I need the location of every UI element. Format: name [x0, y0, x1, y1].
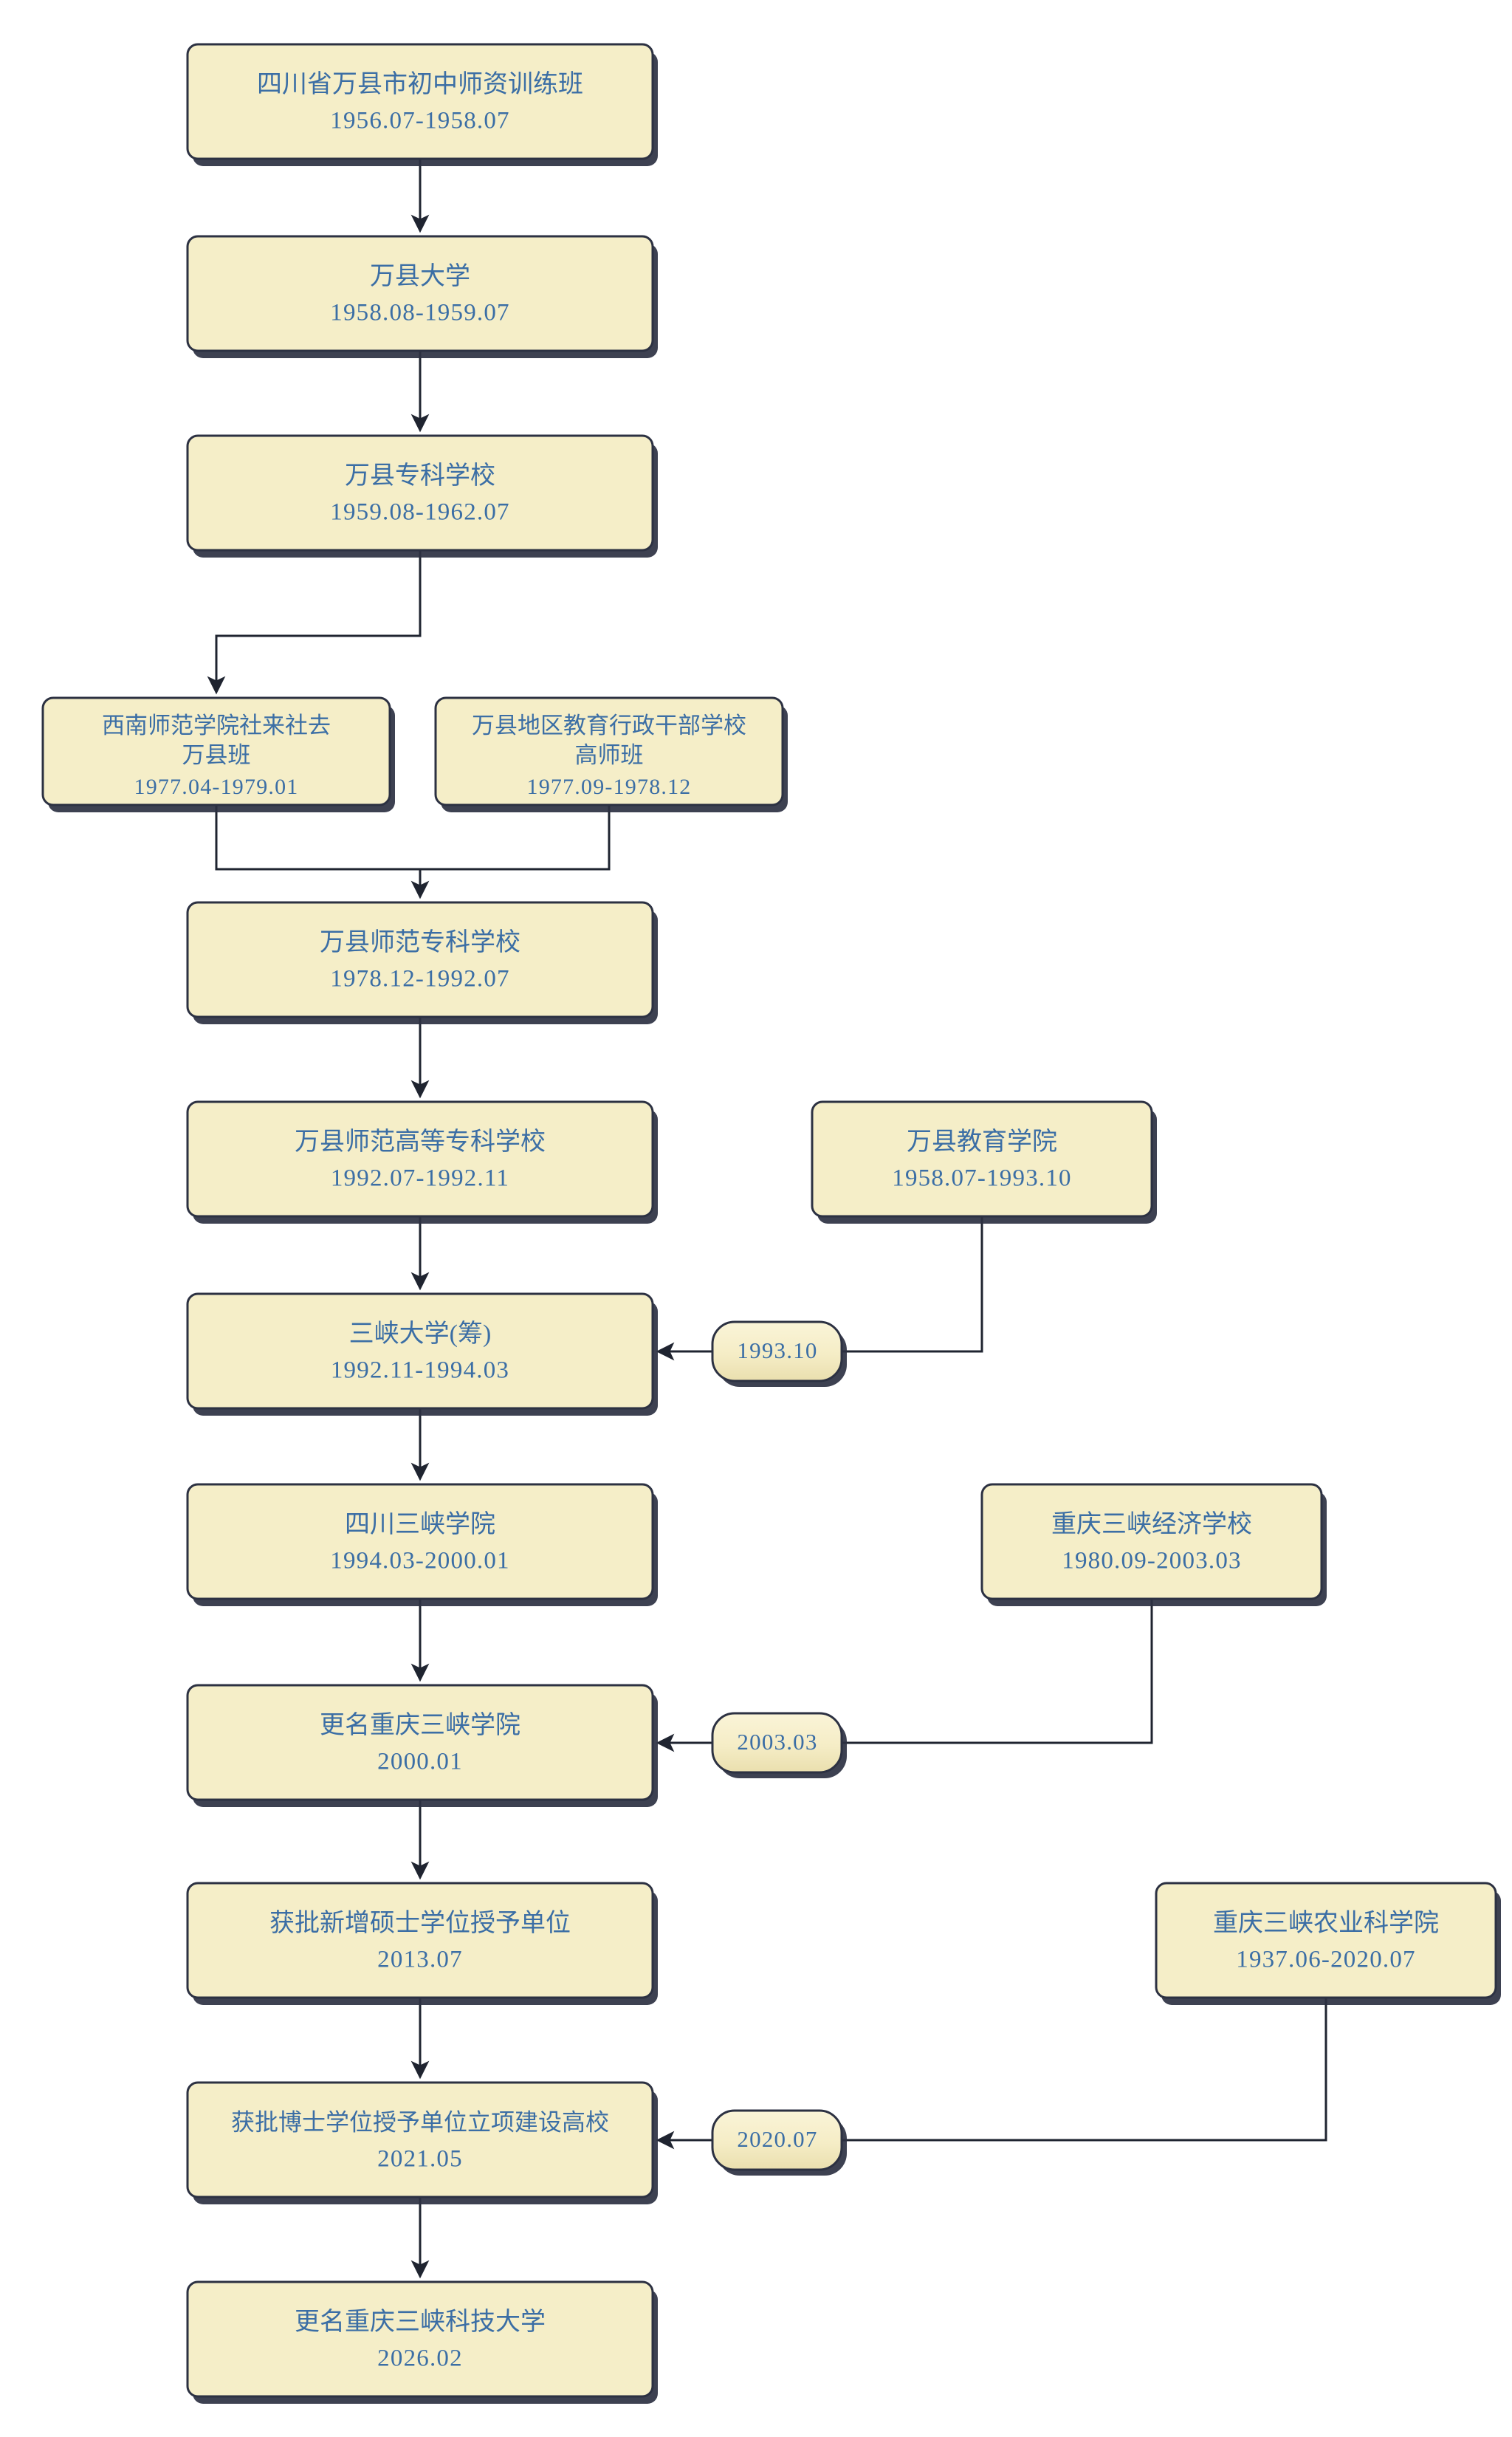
- node-three-gorges-university-preparatory[interactable]: 三峡大学(筹) 1992.11-1994.03: [186, 1292, 658, 1416]
- node-title: 四川省万县市初中师资训练班: [257, 70, 583, 98]
- node-date: 1958.07-1993.10: [892, 1165, 1072, 1192]
- node-wanxian-normal-higher-specialized-college[interactable]: 万县师范高等专科学校 1992.07-1992.11: [186, 1100, 658, 1224]
- node-wanxian-education-admin-cadre-school[interactable]: 万县地区教育行政干部学校 高师班 1977.09-1978.12: [434, 696, 788, 812]
- node-date: 1959.08-1962.07: [330, 499, 510, 526]
- node-approved-doctoral-degree-construction-university[interactable]: 获批博士学位授予单位立项建设高校 2021.05: [186, 2081, 658, 2204]
- node-southwest-normal-college-wanxian-class[interactable]: 西南师范学院社来社去 万县班 1977.04-1979.01: [41, 696, 395, 812]
- node-renamed-chongqing-three-gorges-college[interactable]: 更名重庆三峡学院 2000.01: [186, 1684, 658, 1807]
- node-title: 万县地区教育行政干部学校: [472, 713, 746, 738]
- node-title: 万县师范专科学校: [320, 928, 520, 956]
- node-date: 2021.05: [377, 2146, 463, 2173]
- node-date: 2013.07: [377, 1947, 463, 1973]
- node-date: 2026.02: [377, 2345, 463, 2372]
- node-chongqing-three-gorges-economic-school[interactable]: 重庆三峡经济学校 1980.09-2003.03: [980, 1483, 1327, 1606]
- node-sichuan-wanxian-junior-teacher-training[interactable]: 四川省万县市初中师资训练班 1956.07-1958.07: [186, 43, 658, 166]
- node-title: 四川三峡学院: [345, 1510, 495, 1538]
- node-title: 获批博士学位授予单位立项建设高校: [231, 2108, 609, 2135]
- edge-label-2003-03[interactable]: 2003.03: [711, 1712, 847, 1778]
- edge-n8-label-1993: [842, 1216, 983, 1353]
- node-date: 1977.04-1979.01: [134, 775, 299, 799]
- node-date: 1978.12-1992.07: [330, 966, 510, 993]
- nodes-layer: 四川省万县市初中师资训练班 1956.07-1958.07 万县大学 1958.…: [41, 43, 1501, 2404]
- node-date: 1956.07-1958.07: [330, 108, 510, 134]
- node-title: 获批新增硕士学位授予单位: [269, 1909, 571, 1937]
- node-date: 1992.11-1994.03: [331, 1357, 509, 1384]
- node-title-line2: 万县班: [182, 742, 251, 768]
- edge-n4-n6: [215, 805, 420, 871]
- node-date: 1994.03-2000.01: [330, 1548, 510, 1574]
- edge-n5-n6: [420, 805, 611, 871]
- node-title: 更名重庆三峡学院: [320, 1711, 520, 1739]
- node-wanxian-normal-specialized-college[interactable]: 万县师范专科学校 1978.12-1992.07: [186, 901, 658, 1024]
- node-title: 重庆三峡经济学校: [1051, 1510, 1252, 1538]
- node-date: 1977.09-1978.12: [527, 775, 692, 799]
- node-title: 三峡大学(筹): [349, 1320, 492, 1348]
- node-title: 万县专科学校: [345, 462, 495, 490]
- node-sichuan-three-gorges-college[interactable]: 四川三峡学院 1994.03-2000.01: [186, 1483, 658, 1606]
- node-title: 西南师范学院社来社去: [102, 713, 331, 738]
- edge-n11-label-2003: [842, 1599, 1153, 1744]
- node-title: 万县大学: [370, 262, 470, 290]
- node-title: 重庆三峡农业科学院: [1213, 1909, 1439, 1937]
- node-title: 更名重庆三峡科技大学: [295, 2308, 546, 2336]
- edge-label-text: 2003.03: [737, 1729, 817, 1755]
- edge-n3-n4: [207, 550, 422, 695]
- edge-labels-layer: 1993.10 2003.03 2020.07: [711, 1320, 847, 2176]
- node-renamed-chongqing-three-gorges-science-tech-university[interactable]: 更名重庆三峡科技大学 2026.02: [186, 2280, 658, 2404]
- node-date: 1937.06-2020.07: [1236, 1947, 1416, 1973]
- edge-label-text: 1993.10: [737, 1337, 817, 1363]
- node-title: 万县教育学院: [907, 1128, 1057, 1156]
- node-date: 2000.01: [377, 1749, 463, 1775]
- edge-label-2020-07[interactable]: 2020.07: [711, 2109, 847, 2176]
- edge-label-text: 2020.07: [737, 2126, 817, 2152]
- node-title-line2: 高师班: [575, 742, 644, 768]
- node-wanxian-specialized-college[interactable]: 万县专科学校 1959.08-1962.07: [186, 434, 658, 558]
- edge-label-1993-10[interactable]: 1993.10: [711, 1320, 847, 1387]
- node-chongqing-three-gorges-agricultural-academy[interactable]: 重庆三峡农业科学院 1937.06-2020.07: [1155, 1882, 1501, 2005]
- node-wanxian-education-institute[interactable]: 万县教育学院 1958.07-1993.10: [811, 1100, 1157, 1224]
- node-wanxian-university[interactable]: 万县大学 1958.08-1959.07: [186, 235, 658, 358]
- node-date: 1958.08-1959.07: [330, 300, 510, 326]
- edges-layer: [207, 159, 1327, 2279]
- node-title: 万县师范高等专科学校: [295, 1128, 546, 1156]
- node-date: 1980.09-2003.03: [1062, 1548, 1242, 1574]
- node-approved-new-masters-degree-unit[interactable]: 获批新增硕士学位授予单位 2013.07: [186, 1882, 658, 2005]
- edge-n14-label-2020: [842, 1998, 1327, 2142]
- node-date: 1992.07-1992.11: [331, 1165, 509, 1192]
